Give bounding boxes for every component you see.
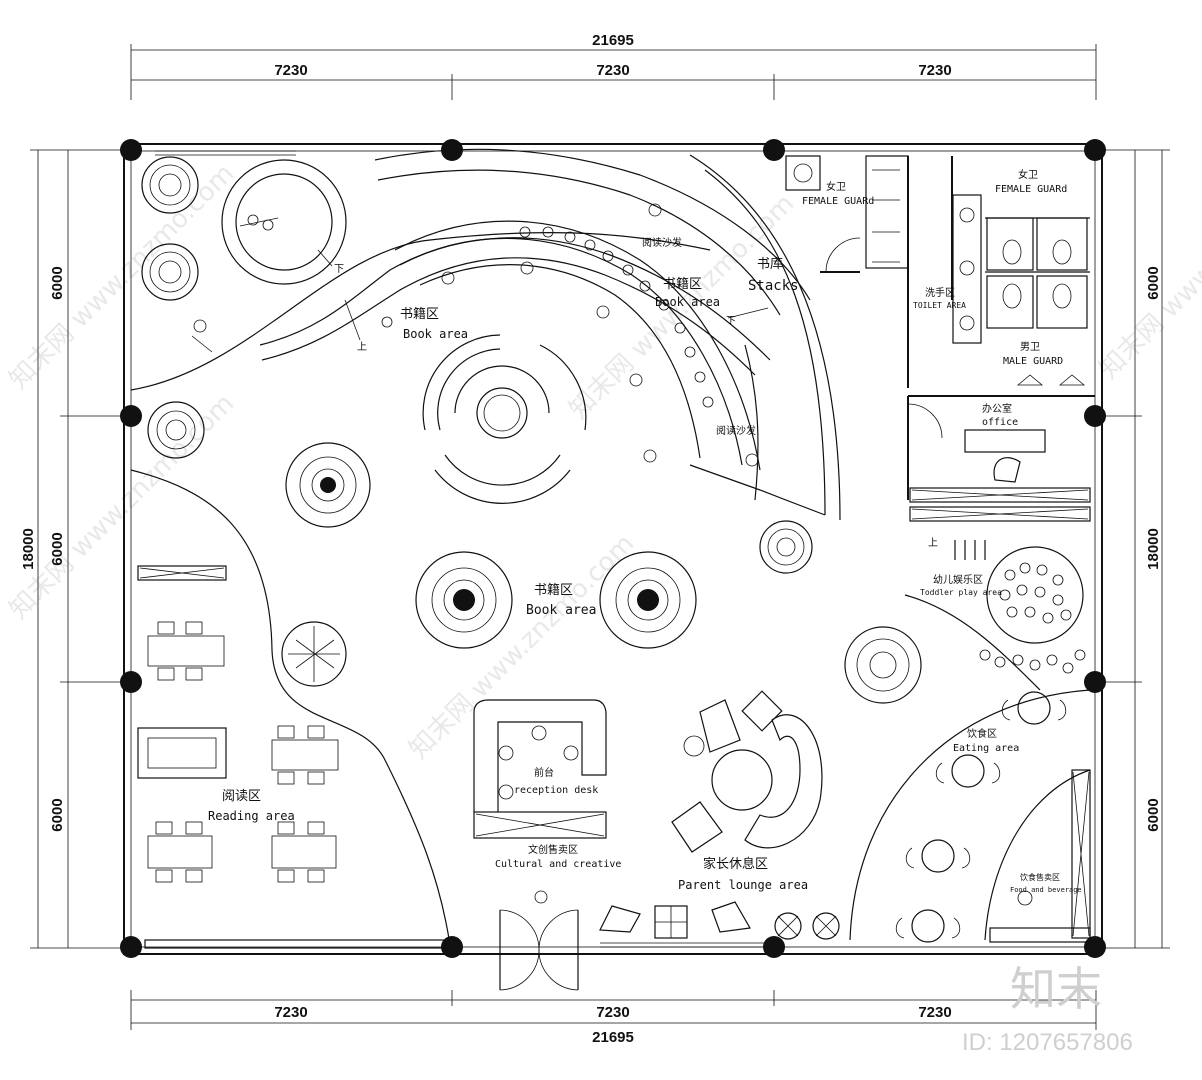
stacks-arcs: 书库 Stacks 下 书籍区 Book area 阅读沙发 阅读沙发 (374, 148, 841, 521)
bottom-total-dim: 21695 (592, 1029, 634, 1046)
book-area-3-en: Book area (526, 603, 596, 618)
toilet-area-cn: 洗手区 (925, 286, 955, 299)
food-beverage-en: Food and beverage (1010, 886, 1082, 894)
female-guard-2-cn: 女卫 (1018, 168, 1038, 181)
stair-down-mark-1: 下 (334, 264, 344, 275)
left-dim-1: 6000 (49, 266, 66, 299)
parent-lounge-cn: 家长休息区 (703, 856, 768, 872)
structural-columns (120, 139, 1106, 958)
eating-area-cn: 饮食区 (967, 727, 997, 740)
top-dim-2: 7230 (596, 62, 629, 79)
parent-lounge-zone: 家长休息区 Parent lounge area (599, 690, 840, 940)
watermark-diag-3: 知末网 www.znzmo.com (404, 529, 640, 765)
book-area-1-en: Book area (403, 327, 468, 341)
stacks-en: Stacks (748, 278, 799, 294)
right-dim-1: 6000 (1145, 266, 1162, 299)
bottom-dim-1: 7230 (274, 1004, 307, 1021)
central-shelf-arc (394, 220, 761, 504)
watermark-logo: 知末 (1010, 962, 1102, 1016)
dimension-top: 21695 7230 7230 7230 (130, 32, 1097, 100)
top-left-zone: 下 上 书籍区 Book area (130, 156, 771, 459)
watermark-diag-1: 知末网 www.znzmo.com (4, 159, 240, 395)
book-area-2-cn: 书籍区 (663, 276, 702, 292)
office-cn: 办公室 (982, 402, 1012, 415)
parent-lounge-en: Parent lounge area (678, 878, 808, 892)
right-dim-3: 6000 (1145, 798, 1162, 831)
reading-sofa-2: 阅读沙发 (716, 424, 756, 437)
toddler-play-zone: 上 幼儿娱乐区 Toddler play area (904, 537, 1086, 691)
toilet-block: 女卫 FEMALE GUARd 女卫 FEMALE GUARd 洗手区 TOIL… (785, 155, 1095, 397)
stacks-cn: 书库 (757, 256, 783, 272)
cultural-cn: 文创售卖区 (528, 843, 578, 856)
dimension-left: 18000 6000 6000 6000 (20, 149, 125, 949)
book-area-2-en: Book area (655, 295, 720, 309)
toilet-area-en: TOILET AREA (913, 301, 966, 310)
book-area-3-cn: 书籍区 (534, 582, 573, 598)
reception-cn: 前台 (534, 766, 554, 779)
female-guard-1-en: FEMALE GUARd (802, 196, 874, 207)
reading-area-cn: 阅读区 (222, 789, 261, 804)
left-dim-2: 6000 (49, 532, 66, 565)
office-zone: 办公室 office (907, 396, 1091, 522)
book-area-1-cn: 书籍区 (400, 306, 439, 322)
reception-en: reception desk (514, 785, 598, 796)
reading-area-en: Reading area (208, 809, 295, 823)
right-total-dim: 18000 (1145, 528, 1162, 570)
reception-zone: 前台 reception desk 文创售卖区 Cultural and cre… (473, 699, 621, 991)
bottom-dim-3: 7230 (918, 1004, 951, 1021)
dimension-right: 6000 18000 6000 (1100, 149, 1170, 949)
female-guard-1-cn: 女卫 (826, 180, 846, 193)
top-dim-1: 7230 (274, 62, 307, 79)
eating-zone: 饮食区 Eating area 饮食售卖区 Food and beverage (759, 520, 1091, 943)
toddler-play-en: Toddler play area (920, 588, 1002, 597)
top-dim-3: 7230 (918, 62, 951, 79)
male-guard-en: MALE GUARD (1003, 356, 1063, 367)
left-total-dim: 18000 (20, 528, 37, 570)
eating-area-en: Eating area (953, 743, 1019, 754)
outer-walls (123, 143, 1103, 955)
male-guard-cn: 男卫 (1020, 341, 1040, 353)
brand-watermark: 知末 ID: 1207657806 (962, 962, 1133, 1056)
dimension-bottom: 7230 7230 7230 21695 (130, 990, 1097, 1046)
watermark-diag-2: 知末网 www.znzmo.com (4, 389, 240, 625)
food-beverage-cn: 饮食售卖区 (1020, 872, 1060, 882)
watermark-id: ID: 1207657806 (962, 1029, 1133, 1056)
stair-up-mark-3: 上 (928, 537, 938, 549)
toddler-play-cn: 幼儿娱乐区 (933, 573, 983, 586)
reading-zone: 阅读区 Reading area (130, 469, 451, 949)
cultural-en: Cultural and creative (495, 859, 621, 870)
office-en: office (982, 417, 1018, 428)
stair-down-mark-2: 下 (726, 316, 736, 327)
top-total-dim: 21695 (592, 32, 634, 49)
reading-sofa-1: 阅读沙发 (642, 236, 682, 249)
central-book-area: 书籍区 Book area (285, 442, 697, 649)
stair-up-mark-1: 上 (357, 341, 367, 353)
left-dim-3: 6000 (49, 798, 66, 831)
female-guard-2-en: FEMALE GUARd (995, 184, 1067, 195)
bottom-dim-2: 7230 (596, 1004, 629, 1021)
